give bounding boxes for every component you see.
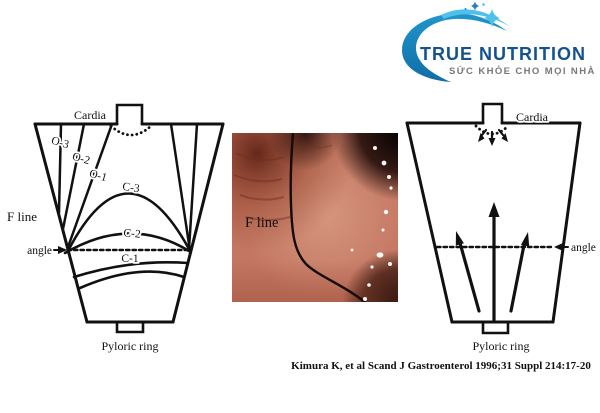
center-up-arrow-icon: [488, 202, 500, 217]
brand-tagline: SỨC KHỎE CHO MỌI NHÀ: [449, 66, 596, 77]
left-up-arrow-icon: [455, 231, 464, 246]
label-c3: C-3: [122, 181, 141, 195]
c3-border-arc: [67, 192, 191, 251]
sparkle-dot2-icon: [464, 8, 467, 10]
c1-border-arc: [72, 260, 190, 279]
sparkle-star-icon: [484, 9, 500, 27]
angle-arrow-icon: [58, 246, 67, 254]
label-f-line: F line: [7, 209, 37, 224]
mucosal-folds: [233, 142, 333, 221]
label-o2: O-2: [71, 151, 92, 168]
right-diagram-outline: [405, 102, 582, 335]
right-up-arrow-icon: [521, 232, 530, 247]
arrowheads: [455, 133, 563, 251]
citation-text: Kimura K, et al Scand J Gastroenterol 19…: [291, 360, 591, 372]
c2-border-arc: [63, 232, 191, 255]
label-cardia: Cardia: [74, 108, 107, 122]
angle-arrow-icon: [554, 243, 563, 251]
lower-border-arc: [78, 270, 186, 290]
label-pyloric-ring: Pyloric ring: [102, 339, 159, 353]
sparkle-dot-icon: [482, 3, 485, 6]
label-cardia: Cardia: [516, 110, 549, 124]
label-c1: C-1: [121, 253, 139, 265]
logo-swoosh-icon: [402, 1, 509, 83]
logo-block: TRUE NUTRITION SỨC KHỎE CHO MỌI NHÀ: [0, 0, 600, 95]
kimura-closed-open-diagram: Cardia O-3 O-2 O-1 C-3 C-2 C-1 F line an…: [5, 103, 225, 355]
atrophy-spread-diagram: Cardia angle Pyloric ring: [405, 102, 598, 355]
cardia-dotted-arc: [109, 124, 153, 137]
endoscopy-image: F line: [232, 133, 398, 302]
photo-f-line-label: F line: [245, 215, 278, 231]
sparkle-plus-icon: [471, 1, 479, 11]
label-angle: angle: [571, 242, 596, 254]
left-diagram-outline: [33, 103, 225, 334]
specular-highlights: [350, 146, 393, 301]
f-line-curve: [289, 133, 367, 302]
label-pyloric-ring: Pyloric ring: [473, 339, 530, 353]
swoosh-tail-icon: [441, 9, 509, 26]
label-o3: O-3: [50, 135, 71, 152]
label-angle: angle: [27, 245, 52, 257]
brand-name: TRUE NUTRITION: [420, 44, 586, 64]
label-c2: C-2: [123, 227, 141, 240]
